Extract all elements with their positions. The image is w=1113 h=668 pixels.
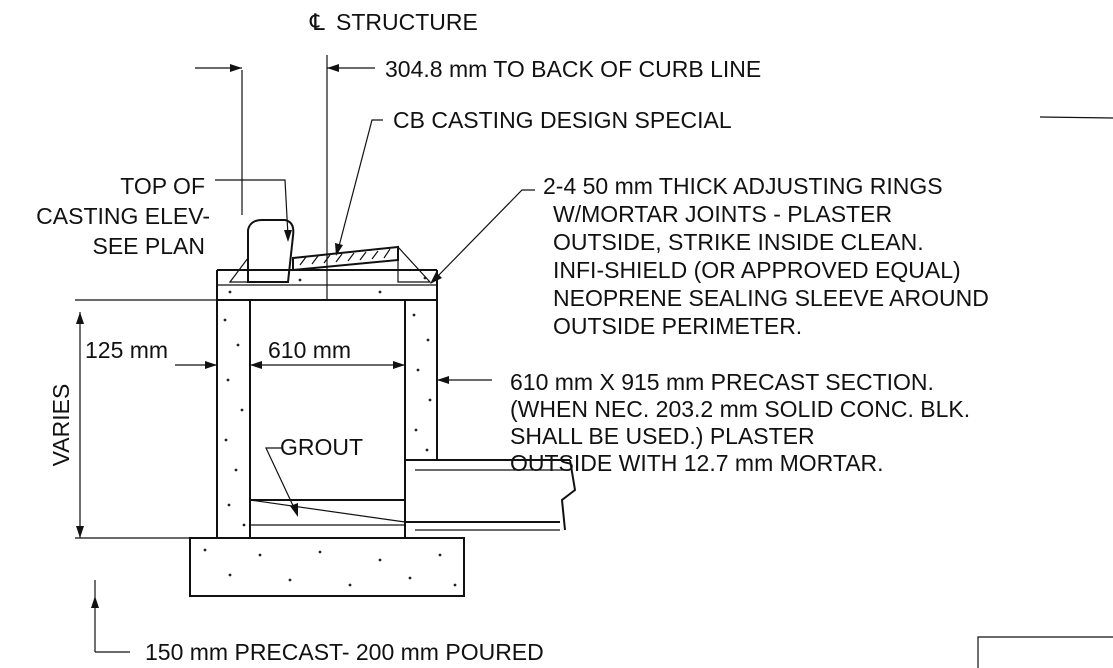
cb-casting-label: CB CASTING DESIGN SPECIAL [393, 107, 732, 133]
structure-label: STRUCTURE [336, 9, 478, 35]
grout-slope-line [249, 499, 406, 523]
svg-text:SHALL BE USED.) PLASTER: SHALL BE USED.) PLASTER [510, 423, 815, 449]
wall-thickness-label: 125 mm [85, 337, 168, 363]
base-slab [189, 537, 465, 597]
curb-box [247, 219, 295, 283]
svg-text:OUTSIDE, STRIKE INSIDE CLEAN.: OUTSIDE, STRIKE INSIDE CLEAN. [553, 229, 924, 255]
svg-text:INFI-SHIELD (OR APPROVED EQUAL: INFI-SHIELD (OR APPROVED EQUAL) [553, 257, 961, 283]
svg-text:OUTSIDE PERIMETER.: OUTSIDE PERIMETER. [553, 313, 802, 339]
svg-text:(WHEN NEC. 203.2 mm SOLID CONC: (WHEN NEC. 203.2 mm SOLID CONC. BLK. [510, 396, 970, 422]
svg-text:SEE PLAN: SEE PLAN [93, 233, 206, 259]
precast-section-note: 610 mm X 915 mm PRECAST SECTION. (WHEN N… [510, 369, 970, 476]
edge-mark [1039, 116, 1113, 119]
svg-text:NEOPRENE SEALING SLEEVE AROUND: NEOPRENE SEALING SLEEVE AROUND [553, 285, 989, 311]
inside-width-label: 610 mm [268, 337, 351, 363]
leader-lines [215, 119, 535, 517]
base-slab-label: 150 mm PRECAST- 200 mm POURED [145, 639, 544, 665]
outlet-pipe [405, 459, 577, 531]
svg-text:TOP OF: TOP OF [120, 173, 205, 199]
svg-text:OUTSIDE WITH 12.7 mm MORTAR.: OUTSIDE WITH 12.7 mm MORTAR. [510, 450, 884, 476]
title-block-corner [977, 636, 1113, 668]
dimension-lines [75, 64, 492, 653]
centerline-symbol: ℄ [309, 9, 325, 35]
concrete-stipple [203, 276, 457, 587]
svg-text:610 mm X 915 mm PRECAST SECTIO: 610 mm X 915 mm PRECAST SECTION. [510, 369, 934, 395]
adjusting-rings-note: 2-4 50 mm THICK ADJUSTING RINGS W/MORTAR… [543, 173, 989, 339]
back-of-curb-label: 304.8 mm TO BACK OF CURB LINE [385, 56, 761, 82]
varies-label: VARIES [48, 384, 74, 467]
grout-label: GROUT [280, 434, 363, 460]
cb-casting [228, 219, 432, 283]
catch-basin-structure [189, 269, 577, 597]
top-of-casting-label: TOP OF CASTING ELEV- SEE PLAN [36, 173, 210, 259]
svg-text:CASTING ELEV-: CASTING ELEV- [36, 203, 210, 229]
grate [292, 245, 399, 272]
svg-text:2-4 50 mm THICK ADJUSTING RING: 2-4 50 mm THICK ADJUSTING RINGS [543, 173, 943, 199]
svg-text:W/MORTAR JOINTS - PLASTER: W/MORTAR JOINTS - PLASTER [553, 201, 892, 227]
